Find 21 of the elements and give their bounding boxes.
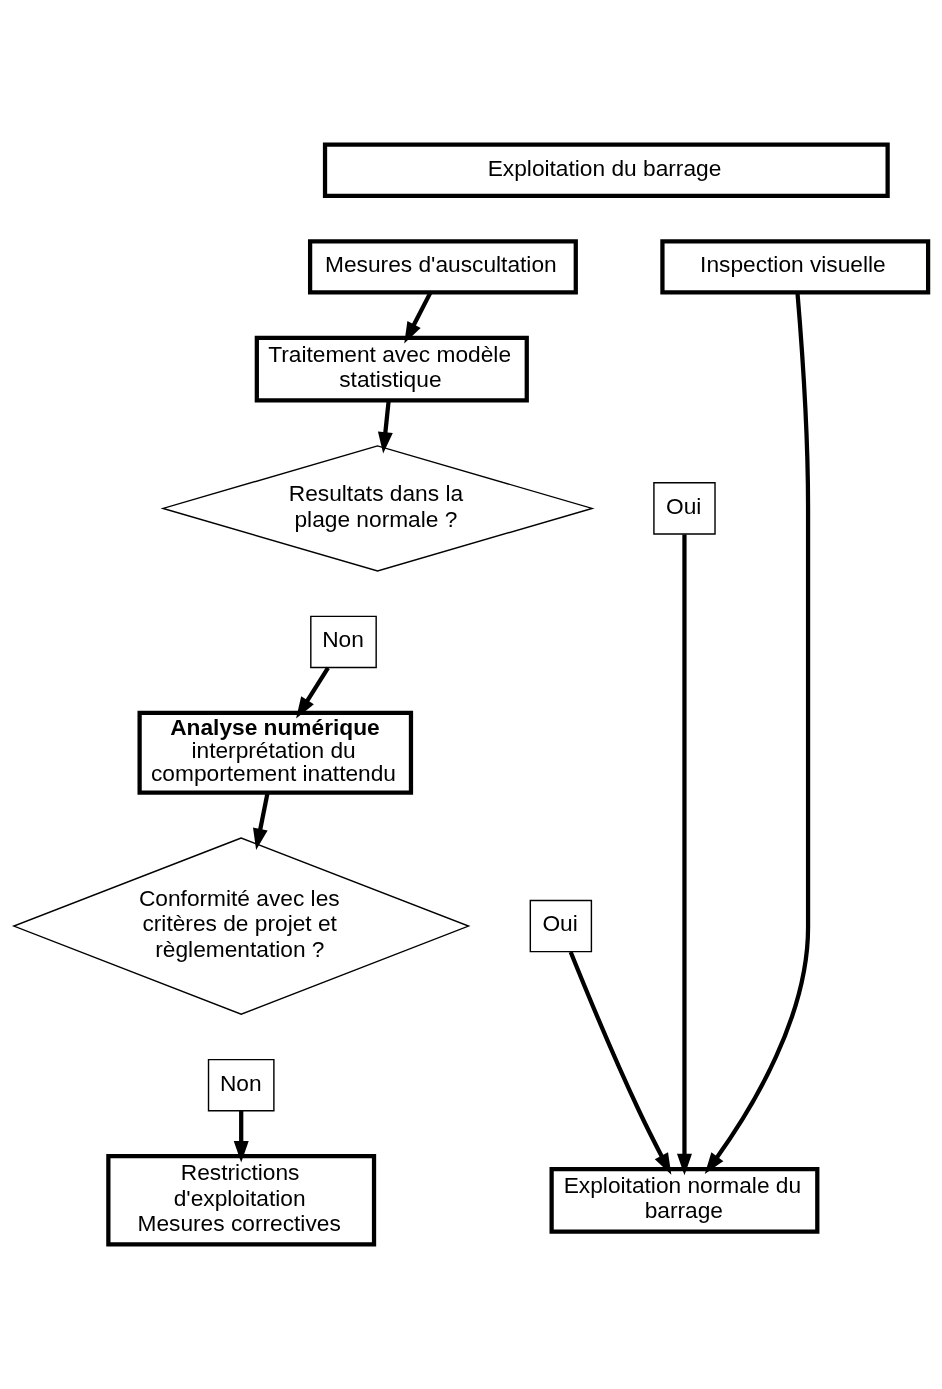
arrow [568, 951, 672, 1175]
arrow [377, 400, 393, 454]
node-box: Inspection visuelle [660, 239, 931, 295]
node-box: Non [310, 615, 377, 669]
node-box: Restrictions d'exploitation Mesures correctives [106, 1154, 377, 1247]
node-box: Non [207, 1058, 275, 1112]
arrow [296, 666, 330, 719]
node-box: Oui [653, 482, 716, 535]
node-box: Oui [529, 899, 593, 953]
arrow [704, 292, 811, 1174]
arrow [253, 792, 270, 850]
arrow [233, 1110, 249, 1163]
node-box: Traitement avec modèle statistique [254, 335, 529, 403]
arrow [404, 291, 433, 344]
node-box: Mesures d'auscultation [307, 239, 578, 295]
node-box: Analyse numérique interprétation du comportement inattendu [137, 710, 414, 795]
node-diamond: Resultats dans la plage normale ? [160, 445, 595, 572]
arrow [677, 534, 692, 1176]
node-diamond: Conformité avec les critères de projet et règlementation ? [11, 837, 471, 1015]
node-box: Exploitation du barrage [322, 142, 890, 198]
node-box: Exploitation normale du barrage [549, 1166, 820, 1234]
